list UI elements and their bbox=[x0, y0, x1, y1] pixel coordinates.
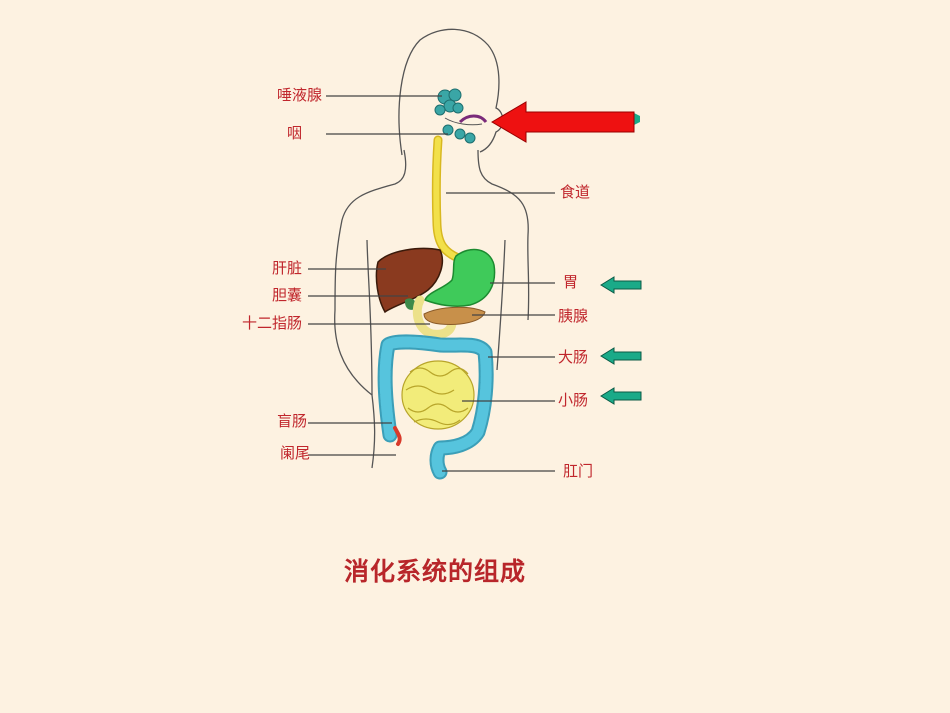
body-outline bbox=[334, 28, 530, 469]
teal-arrow-left-icon bbox=[600, 387, 642, 405]
label-salivary-gland: 唾液腺 bbox=[276, 86, 322, 104]
leader-lines bbox=[308, 95, 555, 472]
stomach bbox=[424, 248, 496, 307]
label-appendix: 阑尾 bbox=[279, 444, 310, 462]
label-large-intestine: 大肠 bbox=[558, 348, 589, 366]
label-pancreas: 胰腺 bbox=[558, 307, 589, 325]
teal-arrow-left-icon bbox=[600, 347, 642, 365]
pancreas bbox=[423, 306, 486, 325]
label-stomach: 胃 bbox=[563, 273, 579, 291]
label-pharynx: 咽 bbox=[286, 124, 302, 142]
label-duodenum: 十二指肠 bbox=[241, 314, 302, 332]
duodenum bbox=[412, 295, 457, 339]
red-arrow-left-icon bbox=[491, 101, 640, 143]
label-anus: 肛门 bbox=[563, 462, 594, 480]
label-small-intestine: 小肠 bbox=[558, 391, 589, 409]
label-liver: 肝脏 bbox=[271, 259, 302, 277]
label-cecum: 盲肠 bbox=[276, 412, 307, 430]
appendix bbox=[393, 426, 402, 446]
diagram-title: 消化系统的组成 bbox=[343, 557, 526, 586]
label-esophagus: 食道 bbox=[560, 183, 591, 201]
teal-arrow-left-icon bbox=[600, 276, 642, 294]
small-intestine bbox=[401, 360, 475, 430]
salivary-glands bbox=[434, 88, 488, 144]
label-gallbladder: 胆囊 bbox=[271, 286, 302, 304]
